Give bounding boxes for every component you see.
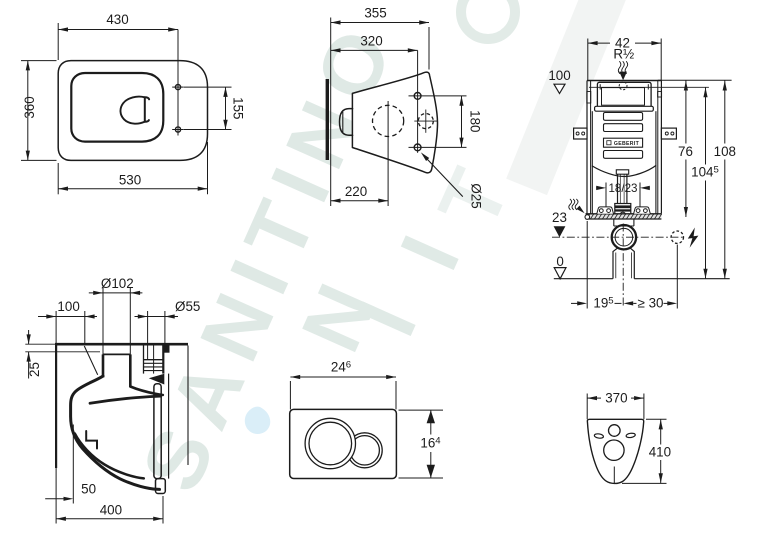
svg-text:50: 50 bbox=[81, 481, 96, 496]
svg-text:42: 42 bbox=[615, 35, 630, 50]
svg-text:R½: R½ bbox=[613, 47, 634, 62]
svg-text:1045: 1045 bbox=[691, 165, 719, 180]
svg-text:GEBERIT: GEBERIT bbox=[614, 141, 640, 147]
svg-text:108: 108 bbox=[714, 144, 736, 159]
svg-text:155: 155 bbox=[230, 97, 245, 119]
svg-text:180: 180 bbox=[467, 110, 482, 132]
svg-text:220: 220 bbox=[345, 184, 367, 199]
svg-text:100: 100 bbox=[57, 299, 79, 314]
svg-text:360: 360 bbox=[22, 96, 37, 118]
svg-text:530: 530 bbox=[119, 172, 141, 187]
svg-text:Ø102: Ø102 bbox=[101, 276, 134, 291]
svg-text:Ø25: Ø25 bbox=[469, 183, 484, 208]
svg-text:Ø55: Ø55 bbox=[175, 299, 200, 314]
svg-text:0: 0 bbox=[556, 254, 563, 269]
svg-text:320: 320 bbox=[360, 34, 382, 49]
svg-text:355: 355 bbox=[364, 6, 386, 21]
svg-text:18/23: 18/23 bbox=[608, 182, 637, 195]
svg-text:100: 100 bbox=[548, 68, 570, 83]
svg-text:430: 430 bbox=[106, 12, 128, 27]
svg-text:400: 400 bbox=[100, 503, 122, 518]
svg-text:25: 25 bbox=[27, 362, 42, 377]
svg-text:410: 410 bbox=[649, 445, 671, 460]
svg-text:76: 76 bbox=[678, 144, 693, 159]
svg-text:23: 23 bbox=[552, 210, 567, 225]
svg-text:370: 370 bbox=[605, 390, 627, 405]
svg-text:≥ 30: ≥ 30 bbox=[638, 296, 664, 311]
